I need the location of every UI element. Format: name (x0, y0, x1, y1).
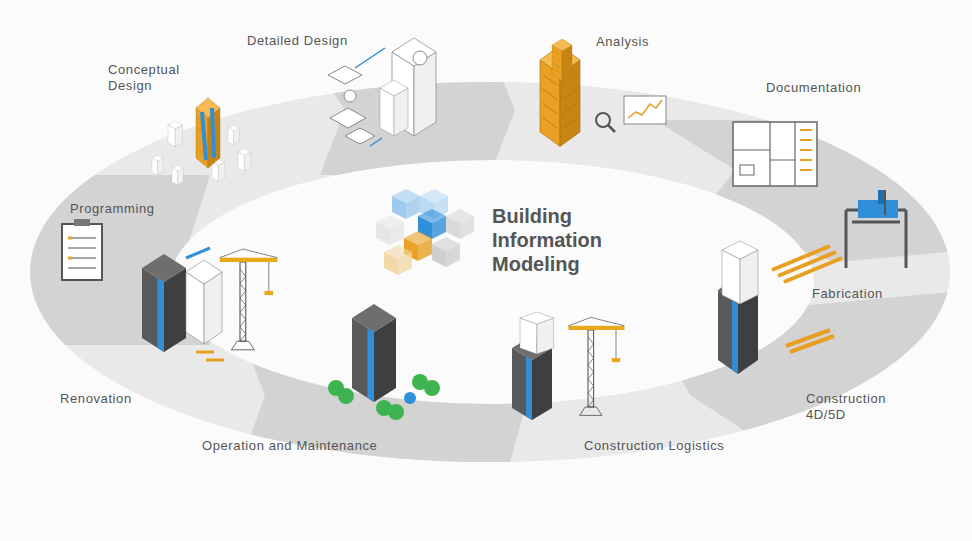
stage-label: Fabrication (812, 286, 883, 302)
stage-label: Renovation (60, 391, 132, 407)
stage-label: Construction Logistics (584, 438, 724, 454)
stage-label: Analysis (596, 34, 649, 50)
stage-label: Construction 4D/5D (806, 391, 916, 423)
diagram-title: Building Information Modeling (492, 204, 627, 276)
stage-label: Operation and Maintenance (202, 438, 377, 454)
stage-label: Conceptual Design (108, 62, 218, 94)
stage-label: Documentation (766, 80, 861, 96)
stage-label: Detailed Design (247, 33, 348, 49)
stage-label: Programming (70, 201, 155, 217)
